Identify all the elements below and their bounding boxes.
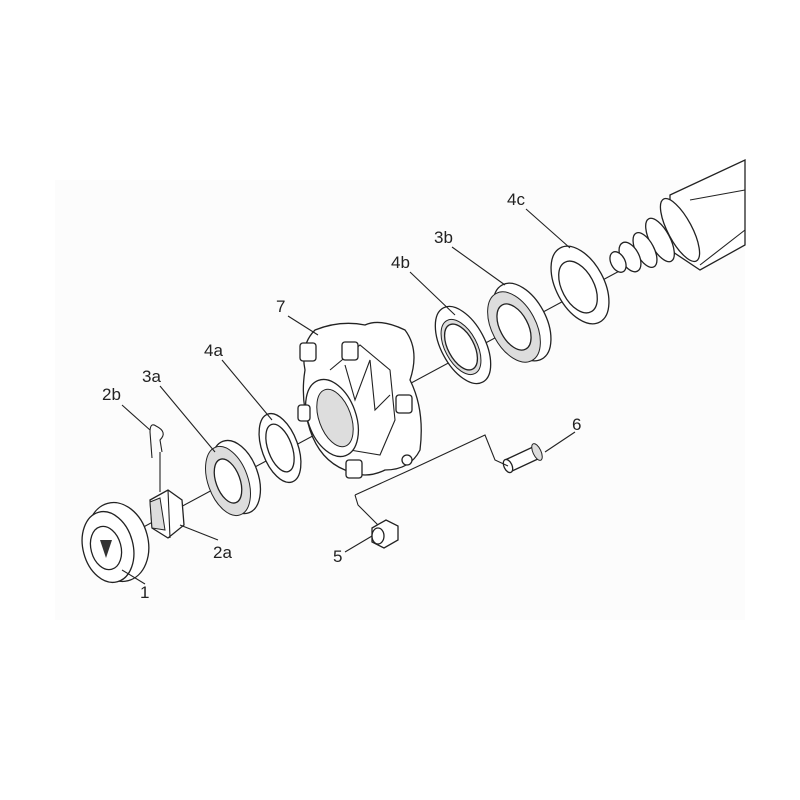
part-7-hub: [297, 321, 422, 479]
label-2a: 2a: [213, 543, 232, 562]
label-4b: 4b: [391, 253, 410, 272]
part-4a-washer: [258, 412, 302, 484]
part-2a-castle-nut: [149, 489, 185, 539]
stud-axis-line: [354, 434, 509, 496]
part-3a-bearing: [205, 439, 262, 517]
hub-studs: [297, 341, 413, 479]
part-4c-seal-ring: [550, 245, 610, 325]
label-4a: 4a: [204, 341, 223, 360]
label-4c: 4c: [507, 190, 525, 209]
leader-lines: [121, 208, 576, 585]
part-6-wheel-stud: [502, 443, 543, 474]
label-5: 5: [333, 547, 342, 566]
label-7: 7: [276, 297, 285, 316]
label-3b: 3b: [434, 228, 453, 247]
axle: [609, 158, 746, 273]
label-2b: 2b: [102, 385, 121, 404]
part-2b-cotter-pin: [149, 424, 164, 492]
label-3a: 3a: [142, 367, 161, 386]
nut-axis-line: [354, 494, 379, 526]
part-3b-bearing: [487, 282, 552, 363]
part-4b-seal: [434, 305, 492, 385]
part-5-wheel-nut: [371, 519, 399, 549]
label-6: 6: [572, 415, 581, 434]
label-1: 1: [140, 583, 149, 602]
part-1-hub-cap: [81, 501, 150, 584]
